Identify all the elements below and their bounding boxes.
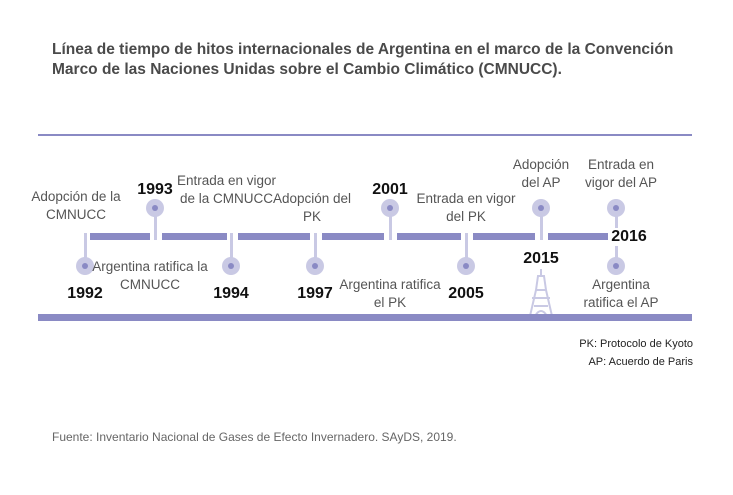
timeline-bar [397,233,461,240]
stem [465,233,468,263]
event-label: Argentina ratifica el PK [339,277,441,310]
stem [314,233,317,263]
milestone-dot [607,199,625,217]
year-label: 1992 [67,285,103,302]
timeline-bar [322,233,384,240]
year-label: 1994 [213,285,249,302]
eiffel-tower-icon [524,269,558,317]
year-label: 2016 [608,228,650,246]
milestone-dot [381,199,399,217]
event-label: Adopción del AP [512,157,570,190]
year-label: 2005 [448,285,484,302]
milestone-dot [146,199,164,217]
milestone-dot [532,199,550,217]
stem [540,212,543,240]
divider [38,134,692,136]
figure-title: Línea de tiempo de hitos internacionales… [52,41,674,78]
timeline-bar [548,233,608,240]
timeline-bar [162,233,227,240]
legend: PK: Protocolo de Kyoto AP: Acuerdo de Pa… [579,335,693,371]
event-label: Entrada en vigor del PK [416,191,516,224]
stem [84,233,87,263]
timeline-bar [90,233,150,240]
year-label: 1993 [137,181,173,198]
timeline-bar [238,233,310,240]
stem [230,233,233,263]
year-label: 2001 [372,181,408,198]
event-label: Entrada en vigor del AP [584,157,658,190]
stem [154,212,157,240]
event-label: Argentina ratifica el AP [583,277,659,310]
milestone-dot [76,257,94,275]
event-label: Adopción de la CMNUCC [31,189,121,222]
year-label: 1997 [297,285,333,302]
timeline-bar [473,233,535,240]
year-label: 2015 [523,250,559,267]
legend-item: AP: Acuerdo de Paris [588,356,693,368]
milestone-dot [457,257,475,275]
event-label: Argentina ratifica la CMNUCC [92,259,208,292]
milestone-dot [607,257,625,275]
milestone-dot [306,257,324,275]
event-label: Entrada en vigor de la CMNUCC [176,173,277,206]
baseline-bar [38,314,692,321]
stem [389,212,392,240]
legend-item: PK: Protocolo de Kyoto [579,338,693,350]
event-label: Adopción del PK [272,191,352,224]
source-note: Fuente: Inventario Nacional de Gases de … [52,430,457,444]
milestone-dot [222,257,240,275]
